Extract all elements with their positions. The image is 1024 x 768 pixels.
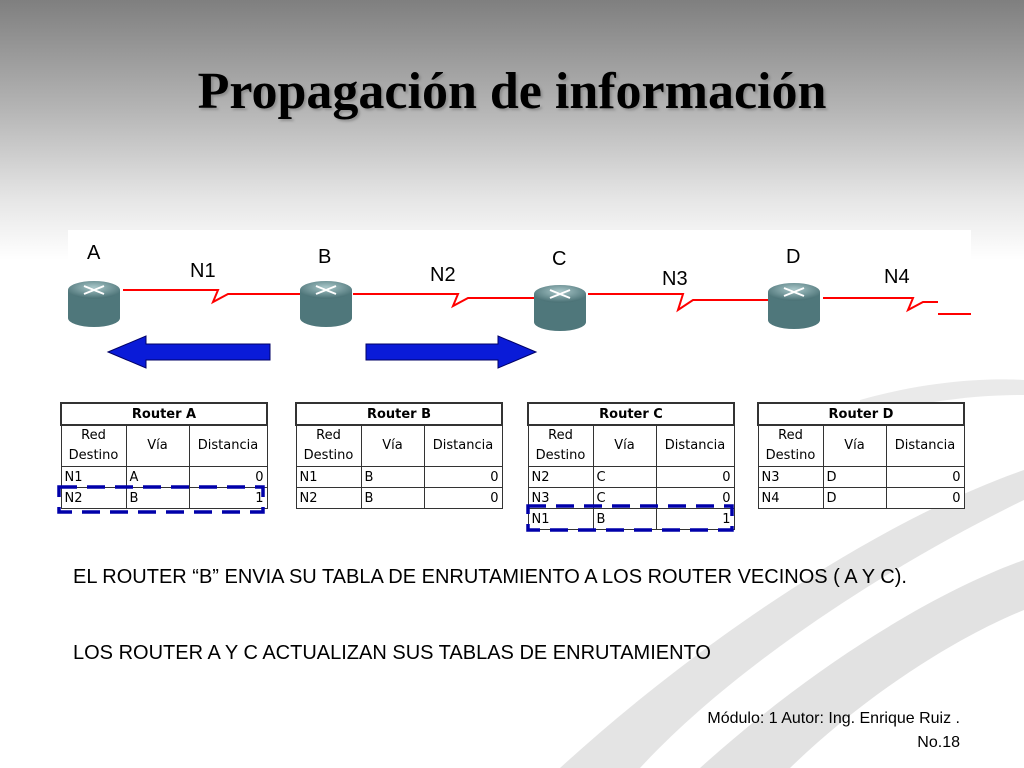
router-icon (768, 283, 820, 329)
network-label-n3: N3 (662, 268, 688, 290)
table-cell: N3 (757, 466, 824, 488)
column-header: Vía (822, 424, 887, 467)
table-cell: 0 (885, 466, 965, 488)
table-title: Router C (527, 402, 735, 426)
router-icon (68, 281, 120, 327)
network-diagram: A B C D N1 N2 N3 N4 (68, 230, 971, 370)
table-cell: N1 (295, 466, 362, 488)
table-cell: 0 (423, 487, 503, 509)
table-cell: 0 (885, 487, 965, 509)
table-row: N2 B 0 (295, 487, 503, 509)
column-header: Vía (125, 424, 190, 467)
table-cell: N1 (60, 466, 127, 488)
router-label-b: B (318, 246, 332, 268)
arrow-right-icon (365, 335, 538, 369)
table-row: N2 B 1 (60, 487, 268, 509)
table-cell: C (592, 466, 657, 488)
table-title: Router B (295, 402, 503, 426)
table-cell: B (360, 466, 425, 488)
table-row: N1 B 0 (295, 466, 503, 488)
column-header: Distancia (655, 424, 735, 467)
table-cell: C (592, 487, 657, 509)
routing-table-b: Router B Red Destino Vía Distancia N1 B … (295, 402, 503, 509)
footer-slide-number: No.18 (917, 734, 960, 751)
table-cell: N2 (295, 487, 362, 509)
routing-table-c: Router C Red Destino Vía Distancia N2 C … (527, 402, 735, 530)
table-title: Router D (757, 402, 965, 426)
table-cell: N1 (527, 508, 594, 530)
arrow-left-icon (106, 335, 271, 369)
table-cell: N3 (527, 487, 594, 509)
column-header: Red Destino (527, 424, 594, 467)
table-row: N2 C 0 (527, 466, 735, 488)
table-cell: 1 (188, 487, 268, 509)
table-row: N1 A 0 (60, 466, 268, 488)
column-header: Vía (592, 424, 657, 467)
router-icon (300, 281, 352, 327)
column-header: Distancia (885, 424, 965, 467)
table-cell: B (125, 487, 190, 509)
table-row: N3 D 0 (757, 466, 965, 488)
table-cell: B (592, 508, 657, 530)
column-header: Distancia (423, 424, 503, 467)
table-row: N3 C 0 (527, 487, 735, 509)
table-cell: 0 (423, 466, 503, 488)
table-cell: N2 (60, 487, 127, 509)
paragraph-1: EL ROUTER “B” ENVIA SU TABLA DE ENRUTAMI… (73, 566, 907, 588)
network-link-n3 (588, 293, 773, 313)
table-title: Router A (60, 402, 268, 426)
table-cell: 0 (655, 466, 735, 488)
router-label-c: C (552, 248, 567, 270)
routing-table-a: Router A Red Destino Vía Distancia N1 A … (60, 402, 268, 509)
table-row: N1 B 1 (527, 508, 735, 530)
table-cell: N4 (757, 487, 824, 509)
network-link-n2 (353, 293, 538, 309)
network-label-n4: N4 (884, 266, 910, 288)
table-cell: 0 (655, 487, 735, 509)
slide-title: Propagación de información (197, 63, 827, 120)
column-header: Red Destino (757, 424, 824, 467)
column-header: Red Destino (60, 424, 127, 467)
column-header: Distancia (188, 424, 268, 467)
router-label-d: D (786, 246, 801, 268)
routing-table-d: Router D Red Destino Vía Distancia N3 D … (757, 402, 965, 509)
table-cell: 1 (655, 508, 735, 530)
table-cell: D (822, 487, 887, 509)
table-cell: B (360, 487, 425, 509)
network-label-n2: N2 (430, 264, 456, 286)
paragraph-2: LOS ROUTER A Y C ACTUALIZAN SUS TABLAS D… (73, 642, 711, 664)
footer-author: Módulo: 1 Autor: Ing. Enrique Ruiz . (707, 710, 960, 727)
footer: Módulo: 1 Autor: Ing. Enrique Ruiz . No.… (707, 707, 960, 755)
table-cell: D (822, 466, 887, 488)
table-cell: N2 (527, 466, 594, 488)
router-icon (534, 285, 586, 331)
network-link-n4 (823, 297, 971, 315)
router-label-a: A (87, 242, 101, 264)
table-row: N4 D 0 (757, 487, 965, 509)
network-diagram-svg (68, 281, 971, 369)
table-cell: A (125, 466, 190, 488)
column-header: Vía (360, 424, 425, 467)
network-link-n1 (123, 289, 303, 305)
network-label-n1: N1 (190, 260, 216, 282)
column-header: Red Destino (295, 424, 362, 467)
table-cell: 0 (188, 466, 268, 488)
